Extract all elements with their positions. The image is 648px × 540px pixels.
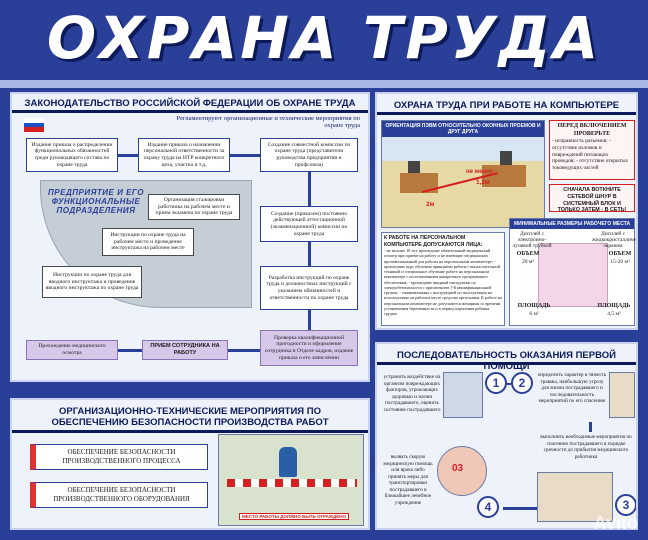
monitor-icon [500, 151, 512, 165]
step-2-picture [609, 372, 635, 418]
legislation-panel: ЗАКОНОДАТЕЛЬСТВО РОССИЙСКОЙ ФЕДЕРАЦИИ ОБ… [10, 92, 370, 382]
crt-label: Дисплей с электронно-лучевой трубкой [512, 231, 552, 249]
arrow-6 [228, 349, 260, 352]
area-crt: 4,5 м² [607, 311, 621, 317]
lcd-label: Дисплей с жидкокристаллическим экраном [592, 231, 637, 249]
orient-title: ОРИЕНТАЦИЯ ПЭВМ ОТНОСИТЕЛЬНО ОКОННЫХ ПРО… [382, 121, 544, 137]
distance-1-2m: 1,2м [476, 179, 490, 186]
area-label-right: ПЛОЩАДЬ [597, 303, 631, 309]
volume-label-left: ОБЪЕМ [516, 251, 540, 257]
distance-min: не менее [466, 169, 493, 175]
box-develop-instructions: Разработка инструкций по охране труда и … [260, 266, 358, 310]
construction-picture: МЕСТО РАБОТЫ ДОЛЖНО БЫТЬ ОГРАЖДЕНО [218, 434, 364, 526]
arrow-3-4 [503, 507, 537, 510]
box-intro-instructions: Инструкции по охране труда для вводного … [42, 266, 142, 298]
check-title: ПЕРЕД ВКЛЮЧЕНИЕМ ПРОВЕРЬТЕ [557, 123, 627, 137]
arrow-2-3 [589, 422, 592, 432]
arrow-4 [308, 242, 311, 266]
room-picture [538, 243, 608, 307]
arrow-1 [118, 154, 138, 157]
admission-text: - не моложе 18 лет, прошедшие обязательн… [384, 248, 502, 316]
box-internship: Организация стажировки работника на рабо… [148, 194, 240, 220]
safety-equipment-box: ОБЕСПЕЧЕНИЕ БЕЗОПАСНОСТИ ПРОИЗВОДСТВЕННО… [30, 482, 208, 508]
step-3-picture [537, 472, 613, 522]
computer-title: ОХРАНА ТРУДА ПРИ РАБОТЕ НА КОМПЬЮТЕРЕ [393, 100, 620, 111]
sign: МЕСТО РАБОТЫ ДОЛЖНО БЫТЬ ОГРАЖДЕНО [239, 513, 349, 520]
dims-box: МИНИМАЛЬНЫЕ РАЗМЕРЫ РАБОЧЕГО МЕСТА Диспл… [509, 218, 637, 326]
desk-layout-picture: ОРИЕНТАЦИЯ ПЭВМ ОТНОСИТЕЛЬНО ОКОННЫХ ПРО… [381, 120, 545, 228]
firstaid-title: ПОСЛЕДОВАТЕЛЬНОСТЬ ОКАЗАНИЯ ПЕРВОЙ ПОМОЩ… [397, 350, 616, 372]
volume-lcd: 20 м³ [521, 259, 534, 265]
area-lcd: 6 м² [529, 311, 539, 317]
computer-rule [377, 112, 636, 115]
arrow-2 [230, 154, 260, 157]
step-4-text: вызвать скорую медицинскую помощь или вр… [383, 454, 433, 506]
check-box: ПЕРЕД ВКЛЮЧЕНИЕМ ПРОВЕРЬТЕ - исправность… [549, 120, 635, 180]
firstaid-rule [377, 362, 636, 365]
safety-process-box: ОБЕСПЕЧЕНИЕ БЕЗОПАСНОСТИ ПРОИЗВОДСТВЕННО… [30, 444, 208, 470]
check-items: - исправность разъемов; - отсутствие изл… [552, 138, 629, 171]
worker-icon [279, 447, 297, 477]
box-workplace-instructions: Инструкции по охране труда на рабочем ме… [102, 228, 194, 256]
title-stripe [0, 80, 648, 88]
desk-2 [482, 165, 526, 187]
firstaid-panel: ПОСЛЕДОВАТЕЛЬНОСТЬ ОКАЗАНИЯ ПЕРВОЙ ПОМОЩ… [375, 342, 638, 530]
page-title: ОХРАНА ТРУДА [46, 4, 602, 72]
title-band [0, 0, 648, 86]
safety-rule [12, 430, 368, 433]
step-1-picture [443, 372, 483, 418]
arrow-7 [118, 349, 142, 352]
legislation-title: ЗАКОНОДАТЕЛЬСТВО РОССИЙСКОЙ ФЕДЕРАЦИИ ОБ… [24, 98, 356, 109]
ambulance-number: 03 [452, 463, 464, 474]
desk-1 [400, 173, 438, 193]
russia-flag-icon [24, 118, 44, 132]
step-3-badge: 3 [615, 494, 636, 516]
admission-title: К РАБОТЕ НА ПЕРСОНАЛЬНОМ КОМПЬЮТЕРЕ ДОПУ… [384, 235, 483, 248]
legislation-subtitle: Регламентируют организационные и техниче… [176, 115, 360, 129]
step-4-badge: 4 [477, 496, 499, 518]
box-medical-exam: Прохождение медицинского осмотра [26, 340, 118, 360]
dims-title: МИНИМАЛЬНЫЕ РАЗМЕРЫ РАБОЧЕГО МЕСТА [510, 219, 634, 229]
volume-crt: 15-20 м³ [610, 259, 630, 265]
step-2-text: определить характер и тяжесть травмы, на… [537, 372, 607, 404]
box-qualification-check: Проверка квалификационной пригодности и … [260, 330, 358, 366]
arrow-5 [308, 310, 311, 330]
step-1-badge: 1 [485, 372, 507, 394]
arrow-3 [308, 172, 311, 206]
arrow-1-2 [507, 383, 511, 385]
step-3-text: выполнить необходимые мероприятия по спа… [540, 434, 632, 460]
volume-label-right: ОБЪЕМ [608, 251, 632, 257]
safety-title: ОРГАНИЗАЦИОННО-ТЕХНИЧЕСКИЕ МЕРОПРИЯТИЯ П… [51, 406, 329, 428]
box-responsibility-order: Издание приказа о назначении персонально… [138, 138, 230, 172]
box-duties-order: Издание приказа о распределении функцион… [26, 138, 118, 172]
step-1-text: устранить воздействие на организм повреж… [383, 374, 441, 413]
safety-panel: ОРГАНИЗАЦИОННО-ТЕХНИЧЕСКИЕ МЕРОПРИЯТИЯ П… [10, 398, 370, 530]
legislation-rule [12, 110, 368, 113]
box-hiring: ПРИЕМ СОТРУДНИКА НА РАБОТУ [142, 340, 228, 360]
computer-panel: ОХРАНА ТРУДА ПРИ РАБОТЕ НА КОМПЬЮТЕРЕ ОР… [375, 92, 638, 330]
step-2-badge: 2 [511, 372, 533, 394]
box-attestation-commission: Создание (приказом) постоянно действующе… [260, 206, 358, 242]
monitor-icon [408, 161, 420, 173]
area-label-left: ПЛОЩАДЬ [517, 303, 551, 309]
enterprise-label: ПРЕДПРИЯТИЕ И ЕГО ФУНКЦИОНАЛЬНЫЕ ПОДРАЗД… [48, 188, 144, 215]
box-joint-commission: Создание совместной комиссии по охране т… [260, 138, 358, 172]
watermark: Avito [593, 513, 638, 533]
admission-box: К РАБОТЕ НА ПЕРСОНАЛЬНОМ КОМПЬЮТЕРЕ ДОПУ… [381, 232, 505, 326]
plug-box: СНАЧАЛА ВОТКНИТЕ СЕТЕВОЙ ШНУР В СИСТЕМНЫ… [549, 184, 635, 213]
step-4-picture: 03 [437, 446, 487, 496]
fence [227, 479, 357, 487]
distance-2m: 2м [426, 201, 435, 208]
